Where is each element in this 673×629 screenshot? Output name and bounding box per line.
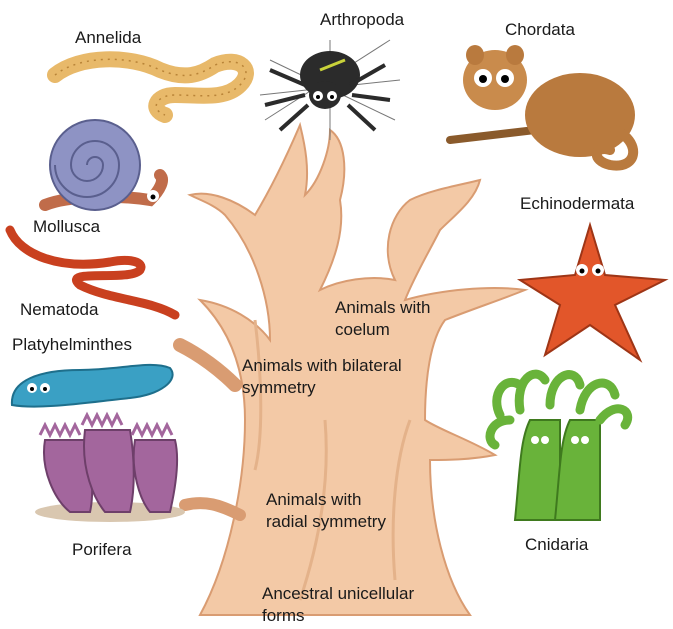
label-radial-line2: radial symmetry [266, 512, 386, 532]
label-platyhelminthes: Platyhelminthes [12, 335, 132, 355]
label-ancestral-line2: forms [262, 606, 305, 626]
arthropoda-spider [260, 40, 400, 140]
label-annelida: Annelida [75, 28, 141, 48]
mollusca-snail [45, 120, 162, 210]
label-coelum-line1: Animals with [335, 298, 430, 318]
label-porifera: Porifera [72, 540, 132, 560]
label-mollusca: Mollusca [33, 217, 100, 237]
label-echinodermata: Echinodermata [520, 194, 634, 214]
porifera-sponge [35, 415, 185, 522]
label-cnidaria: Cnidaria [525, 535, 588, 555]
echinodermata-starfish [520, 225, 665, 360]
chordata-tarsier [450, 45, 635, 166]
label-chordata: Chordata [505, 20, 575, 40]
label-nematoda: Nematoda [20, 300, 98, 320]
label-bilateral-line1: Animals with bilateral [242, 356, 402, 376]
label-bilateral-line2: symmetry [242, 378, 316, 398]
label-radial-line1: Animals with [266, 490, 361, 510]
annelida-worm [55, 59, 246, 115]
cnidaria-anemone [490, 374, 628, 520]
label-arthropoda: Arthropoda [320, 10, 404, 30]
label-ancestral-line1: Ancestral unicellular [262, 584, 414, 604]
platyhelminthes-flatworm [12, 365, 173, 407]
label-coelum-line2: coelum [335, 320, 390, 340]
